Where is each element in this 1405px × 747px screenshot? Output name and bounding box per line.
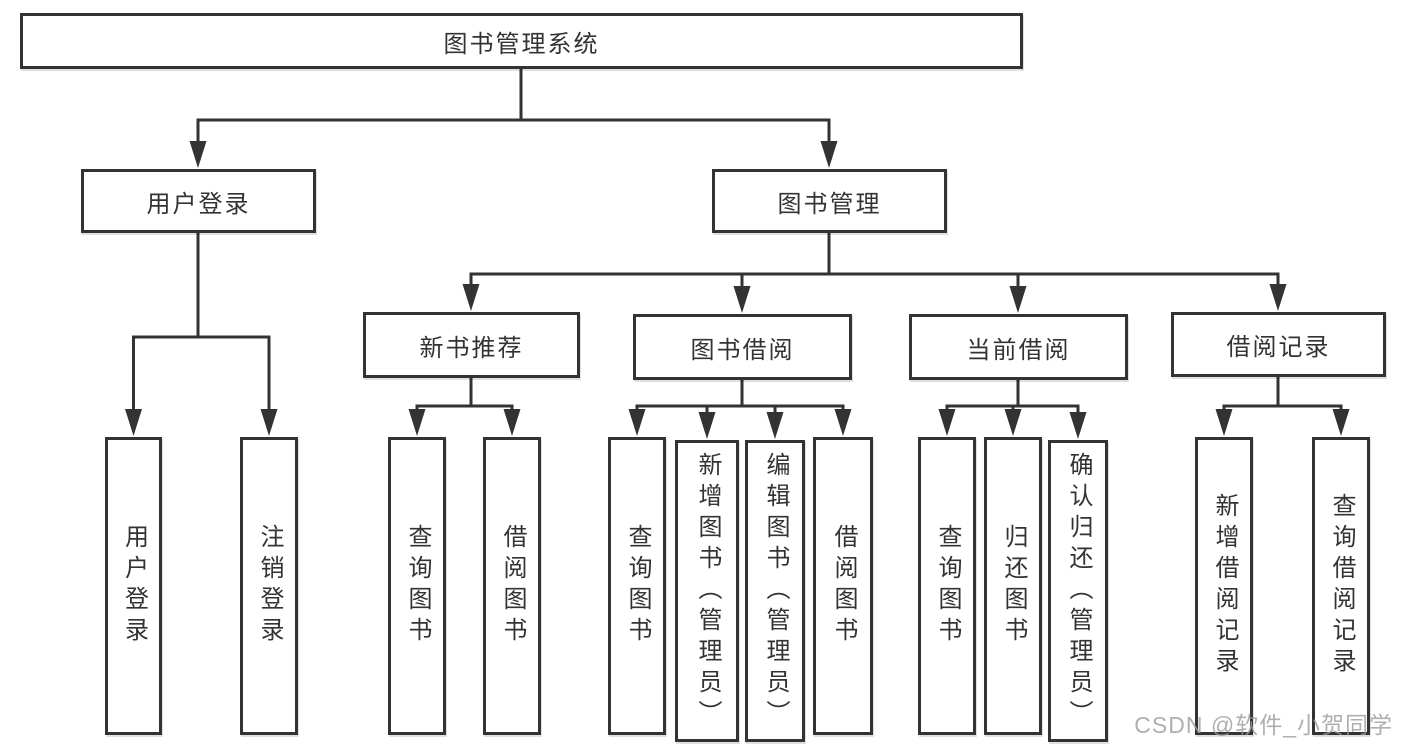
- arrow-heads: [125, 141, 1350, 439]
- node-leaf-current-query: 查询图书: [918, 437, 976, 735]
- node-leaf-newbook-borrow: 借阅图书: [483, 437, 541, 735]
- node-leaf-current-return: 归还图书: [984, 437, 1042, 735]
- node-leaf-newbook-query-label: 查询图书: [404, 524, 431, 648]
- node-leaf-current-return-label: 归还图书: [1000, 524, 1027, 648]
- node-current-borrow-label: 当前借阅: [966, 336, 1071, 364]
- node-leaf-borrow-edit-label: 编辑图书（管理员）: [762, 451, 789, 731]
- csdn-watermark: CSDN @软件_小贺同学: [1134, 712, 1393, 738]
- node-leaf-borrow-query-label: 查询图书: [624, 524, 651, 648]
- node-leaf-logout-label: 注销登录: [256, 524, 283, 648]
- node-root: 图书管理系统: [20, 13, 1023, 69]
- node-borrow-record: 借阅记录: [1171, 312, 1386, 377]
- node-book-borrow-label: 图书借阅: [690, 336, 795, 364]
- node-leaf-user-login: 用户登录: [105, 437, 162, 735]
- node-leaf-borrow-add: 新增图书（管理员）: [675, 440, 739, 742]
- node-leaf-record-query-label: 查询借阅记录: [1328, 493, 1355, 679]
- node-leaf-borrow-borrow: 借阅图书: [813, 437, 873, 735]
- node-current-borrow: 当前借阅: [909, 314, 1128, 380]
- node-leaf-borrow-borrow-label: 借阅图书: [830, 524, 857, 648]
- node-leaf-current-confirm: 确认归还（管理员）: [1048, 440, 1108, 742]
- node-leaf-newbook-query: 查询图书: [388, 437, 446, 735]
- node-leaf-current-query-label: 查询图书: [934, 524, 961, 648]
- node-new-book-recommend: 新书推荐: [363, 312, 580, 378]
- node-leaf-record-query: 查询借阅记录: [1312, 437, 1370, 735]
- node-leaf-record-add: 新增借阅记录: [1195, 437, 1253, 735]
- node-leaf-logout: 注销登录: [240, 437, 298, 735]
- node-book-management: 图书管理: [712, 169, 947, 233]
- node-leaf-current-confirm-label: 确认归还（管理员）: [1065, 451, 1092, 731]
- node-user-login: 用户登录: [81, 169, 316, 233]
- node-borrow-record-label: 借阅记录: [1226, 334, 1331, 361]
- node-leaf-borrow-query: 查询图书: [608, 437, 666, 735]
- node-leaf-newbook-borrow-label: 借阅图书: [499, 524, 526, 648]
- node-new-book-recommend-label: 新书推荐: [419, 334, 524, 362]
- node-book-management-label: 图书管理: [777, 190, 882, 218]
- node-root-label: 图书管理系统: [443, 30, 600, 58]
- node-leaf-record-add-label: 新增借阅记录: [1211, 493, 1238, 679]
- node-user-login-label: 用户登录: [146, 190, 251, 218]
- node-book-borrow: 图书借阅: [633, 314, 852, 380]
- node-leaf-user-login-label: 用户登录: [120, 524, 148, 648]
- node-leaf-borrow-edit: 编辑图书（管理员）: [745, 440, 805, 742]
- node-leaf-borrow-add-label: 新增图书（管理员）: [694, 451, 721, 731]
